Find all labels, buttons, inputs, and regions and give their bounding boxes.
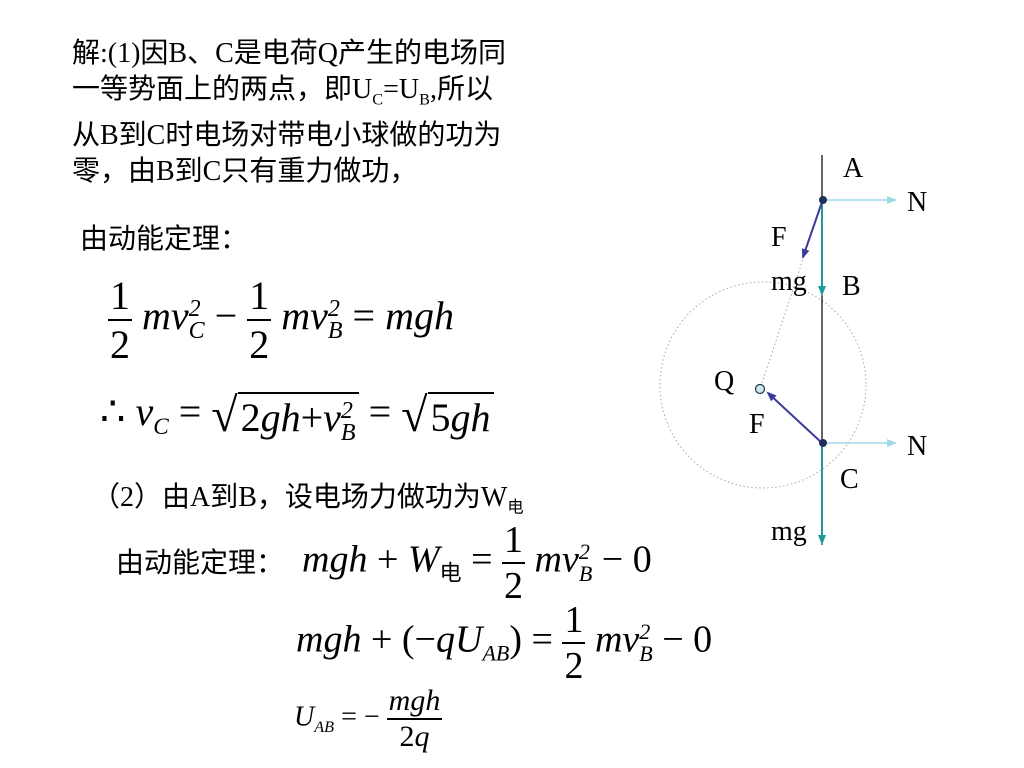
sub-ab: AB xyxy=(482,640,510,666)
point-c-dot xyxy=(819,439,827,447)
equals-sign: = xyxy=(352,293,376,339)
charge-q-dot xyxy=(754,383,766,395)
label-c: C xyxy=(840,464,859,495)
part1-line2-post: ,所以 xyxy=(429,74,493,105)
solution-part1: 解:(1)因B、C是电荷Q产生的电场同 一等势面上的两点，即UC=UB,所以 从… xyxy=(72,36,506,190)
label-b: B xyxy=(842,271,861,302)
label-mg-bottom: mg xyxy=(771,516,807,547)
theorem-label-1: 由动能定理： xyxy=(80,224,249,255)
sub-dian: 电 xyxy=(507,498,524,517)
term-mv: mv xyxy=(534,538,579,581)
term-mv: mv xyxy=(142,293,189,339)
minus-sign: − xyxy=(363,701,380,733)
solution-part2: （2）由A到B，设电场力做功为W电 xyxy=(92,480,524,526)
term-mv: mv xyxy=(281,293,328,339)
electric-force-arrow-bottom xyxy=(766,391,823,444)
equals-sign: = xyxy=(531,618,553,661)
sub-c: C xyxy=(153,414,169,441)
label-a: A xyxy=(843,153,864,184)
point-a-dot xyxy=(819,196,827,204)
equals-sign: = xyxy=(178,389,202,435)
theorem-label-2: 由动能定理： xyxy=(116,548,285,579)
label-mg-top: mg xyxy=(771,266,807,297)
term-mgh: mgh xyxy=(296,618,362,661)
sub-c: C xyxy=(372,90,384,109)
label-n-bottom: N xyxy=(907,431,927,462)
part1-line2: 一等势面上的两点，即UC=UB,所以 xyxy=(72,72,506,118)
sub-dian: 电 xyxy=(439,560,462,586)
label-f-bottom: F xyxy=(749,409,765,440)
part1-line2-pre: 一等势面上的两点，即U xyxy=(72,74,373,105)
label-n-top: N xyxy=(907,187,927,218)
term-v: v xyxy=(135,389,154,435)
minus-sign: − xyxy=(414,618,436,661)
equals-sign: = xyxy=(341,701,357,733)
part1-line4: 零，由B到C只有重力做功， xyxy=(72,155,418,187)
label-q: Q xyxy=(714,366,734,397)
term-mgh: mgh xyxy=(302,538,368,581)
paren-close: ) xyxy=(509,618,523,661)
equals-sign: = xyxy=(471,538,493,581)
paren-open: ( xyxy=(401,618,415,661)
electric-force-arrow-top xyxy=(801,201,823,259)
equals-sign: = xyxy=(368,389,392,435)
part2-text: （2）由A到B，设电场力做功为W xyxy=(92,482,508,513)
term-mv: mv xyxy=(594,618,640,661)
therefore-symbol: ∴ xyxy=(100,389,126,435)
term-u: U xyxy=(454,618,483,661)
sub-ab: AB xyxy=(314,718,335,737)
term-mgh: mgh xyxy=(385,293,454,339)
equipotential-circle xyxy=(659,281,867,489)
sub-b: B xyxy=(419,90,430,109)
plus-sign: + xyxy=(376,538,399,581)
part1-line1: 解:(1)因B、C是电荷Q产生的电场同 xyxy=(72,38,507,69)
part1-line3: 从B到C时电场对带电小球做的功为 xyxy=(72,119,502,151)
minus-sign: − xyxy=(601,538,624,581)
term-u: U xyxy=(294,701,315,733)
minus-sign: − xyxy=(662,618,684,661)
sqrt-expression-2: √5gh xyxy=(401,388,494,443)
term-zero: 0 xyxy=(632,538,652,581)
term-q: q xyxy=(435,618,455,661)
label-f-top: F xyxy=(771,222,787,253)
part1-line2-mid: =U xyxy=(383,74,420,105)
term-zero: 0 xyxy=(693,618,713,661)
plus-sign: + xyxy=(370,618,393,661)
term-w: W xyxy=(407,538,440,581)
minus-sign: − xyxy=(214,293,238,339)
